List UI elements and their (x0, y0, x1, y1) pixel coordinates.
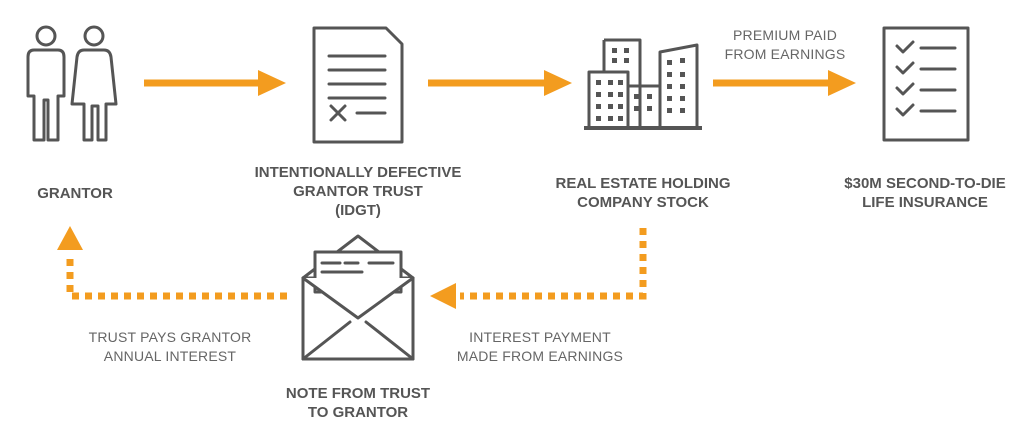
premium-edge-label: PREMIUM PAID FROM EARNINGS (724, 27, 846, 62)
insurance-label: $30M SECOND-TO-DIE LIFE INSURANCE (844, 175, 1006, 211)
interest-payment-edge-label: INTEREST PAYMENT MADE FROM EARNINGS (456, 329, 624, 364)
document-icon (312, 26, 404, 144)
grantor-label: GRANTOR (37, 185, 113, 202)
arrow-idgt-to-stock (428, 70, 572, 96)
note-label: NOTE FROM TRUST TO GRANTOR (285, 385, 431, 421)
couple-icon (26, 25, 118, 142)
envelope-check-icon (301, 234, 415, 361)
dotted-arrow-stock-to-note (430, 228, 647, 309)
idgt-label: INTENTIONALLY DEFECTIVE GRANTOR TRUST (I… (254, 164, 462, 219)
arrow-grantor-to-idgt (144, 70, 286, 96)
checklist-icon (882, 26, 970, 142)
dotted-arrow-note-to-grantor (57, 226, 287, 300)
stock-label: REAL ESTATE HOLDING COMPANY STOCK (555, 175, 731, 211)
trust-pays-edge-label: TRUST PAYS GRANTOR ANNUAL INTEREST (88, 329, 252, 364)
arrow-stock-to-insurance (713, 70, 856, 96)
buildings-icon (584, 38, 702, 130)
